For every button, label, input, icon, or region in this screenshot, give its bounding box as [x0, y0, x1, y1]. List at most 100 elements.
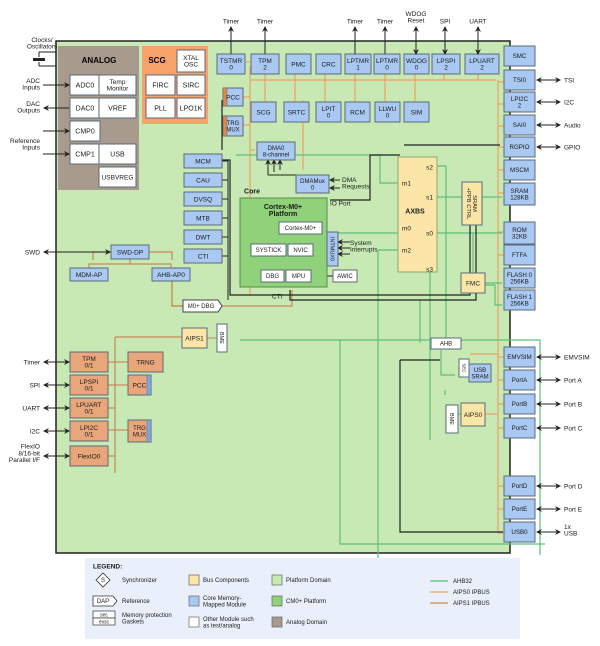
pcc-aips1[interactable]: PCC [127, 374, 152, 396]
right-ftfa-label: FTFA [512, 252, 528, 259]
core-left-mcm[interactable]: MCM [183, 153, 223, 169]
mpu[interactable]: MPU [285, 269, 312, 283]
legend-cm0-platform-swatch [271, 595, 283, 607]
right-usb0[interactable]: USB0 [503, 521, 536, 543]
right-porte[interactable]: PortE [503, 498, 536, 520]
io-port-line [330, 154, 400, 201]
second-sim[interactable]: SIM [403, 101, 430, 123]
pcc-top[interactable]: PCC [222, 87, 244, 107]
core-left-cti[interactable]: CTI [183, 248, 223, 264]
scg-firc[interactable]: FIRC [145, 74, 176, 96]
legend-platform-domain: Platform Domain [286, 578, 331, 584]
dbg-label: DBG [266, 274, 279, 280]
aips1[interactable]: AIPS1 [181, 327, 208, 349]
core-left-cau[interactable]: CAU [183, 172, 223, 188]
sram-ppb-ctrl[interactable]: SRAM+PPB CTRL [461, 181, 483, 226]
legend-synchronizer: Synchronizer [122, 578, 157, 584]
second-rcm[interactable]: RCM [344, 101, 371, 123]
analog-vref[interactable]: VREF [98, 97, 137, 119]
analog-usb[interactable]: USB [98, 143, 137, 165]
intmux0[interactable]: INTMUX0 [326, 231, 339, 267]
analog-adc0[interactable]: ADC0 [69, 74, 101, 96]
fmc[interactable]: FMC [460, 272, 486, 294]
right-emvsim[interactable]: EMVSIM [503, 346, 536, 368]
scg-pll[interactable]: PLL [145, 97, 176, 119]
right-ext-port-a: Port A [564, 377, 582, 384]
scg-lpo1k[interactable]: LPO1K [176, 97, 206, 119]
dbg[interactable]: DBG [260, 269, 285, 283]
trng[interactable]: TRNG [127, 351, 164, 373]
nvic[interactable]: NVIC [287, 243, 314, 257]
right-porta[interactable]: PortA [503, 369, 536, 391]
core-left-dvsq[interactable]: DVSQ [183, 191, 223, 207]
right-portc[interactable]: PortC [503, 417, 536, 439]
io-port-label: IO Port [330, 200, 351, 207]
core-left-mtb[interactable]: MTB [183, 210, 223, 226]
analog-dac0[interactable]: DAC0 [69, 97, 101, 119]
bme-aips1[interactable]: BME [216, 323, 228, 353]
swd-dp[interactable]: SWD-DP [110, 244, 150, 260]
second-scg[interactable]: SCG [250, 101, 277, 123]
awic[interactable]: AWIC [332, 269, 358, 283]
sec-gasket[interactable]: SEC [458, 358, 470, 378]
mdm-ap[interactable]: MDM-AP [69, 267, 109, 282]
right-portd[interactable]: PortD [503, 475, 536, 497]
analog-usbvreg[interactable]: USBVREG [98, 166, 137, 188]
aips0[interactable]: AIPS0 [460, 402, 486, 427]
right-sai0[interactable]: SAI0 [503, 114, 536, 136]
cortex-m0[interactable]: Cortex-M0+ [278, 221, 323, 235]
ahb-s2 [437, 165, 447, 340]
legend-aips1-ipbus: AIPS1 IPBUS [453, 601, 490, 607]
ahb-bridge[interactable]: AHB [430, 337, 462, 350]
right-rgpio[interactable]: RGPIO [503, 136, 536, 158]
ahb-ap0[interactable]: AHB-AP0 [151, 267, 191, 282]
scg-sirc[interactable]: SIRC [176, 74, 206, 96]
second-srtc[interactable]: SRTC [283, 101, 310, 123]
right-ftfa[interactable]: FTFA [503, 244, 536, 266]
right-smc[interactable]: SMC [503, 45, 536, 67]
systick[interactable]: SYSTICK [250, 243, 287, 257]
top-pmc[interactable]: PMC [285, 53, 312, 75]
legend-reference: Reference [122, 599, 150, 605]
core-left-dwt[interactable]: DWT [183, 229, 223, 245]
top-crc[interactable]: CRC [315, 53, 342, 75]
right-tsi0[interactable]: TSI0 [503, 69, 536, 91]
right-mscm[interactable]: MSCM [503, 159, 536, 181]
aips1-flexio0[interactable]: FlexIO0 [69, 445, 109, 467]
bme-aips0[interactable]: BME [445, 404, 459, 434]
right-portb[interactable]: PortB [503, 393, 536, 415]
analog-cmp0[interactable]: CMP0 [69, 120, 101, 142]
analog-cmp1[interactable]: CMP1 [69, 143, 101, 165]
